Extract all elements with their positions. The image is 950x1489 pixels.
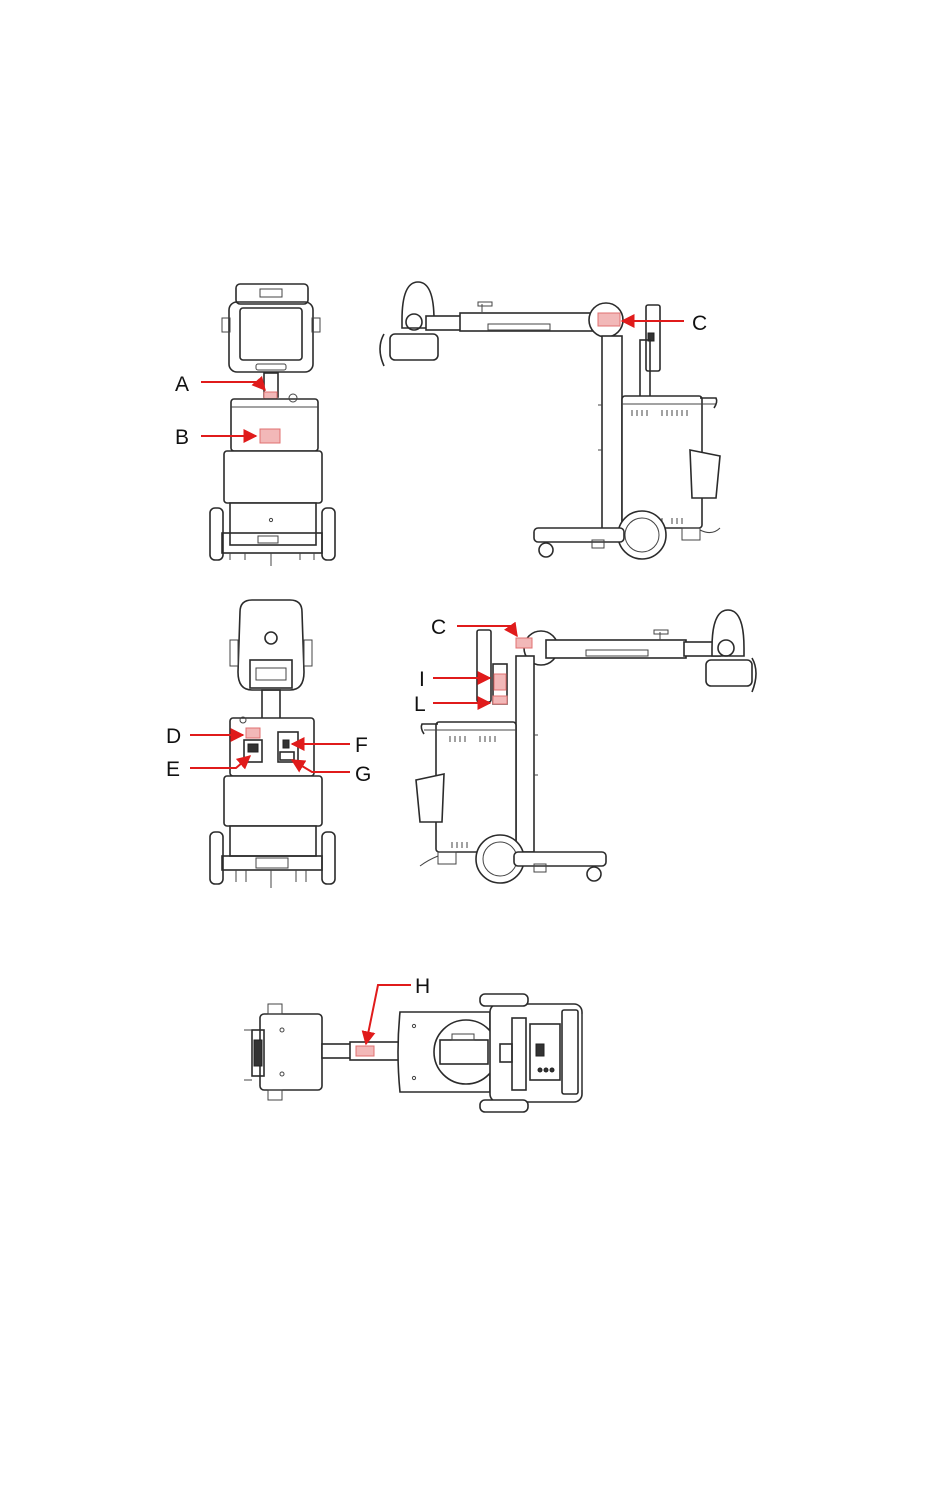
callout-c-top: C <box>692 312 707 335</box>
callout-b: B <box>175 426 189 449</box>
top-view <box>244 994 582 1112</box>
callout-h: H <box>415 975 430 998</box>
side-view-left <box>416 610 756 883</box>
label-l-area <box>493 696 507 704</box>
label-c-side-right-area <box>598 313 620 326</box>
label-c-side-left-area <box>516 638 532 648</box>
callout-a: A <box>175 373 189 396</box>
label-d-area <box>246 728 260 738</box>
callout-l: L <box>414 693 426 716</box>
label-i-area <box>494 674 506 690</box>
callout-e: E <box>166 758 180 781</box>
front-view <box>210 284 335 566</box>
arrow-a <box>201 382 265 390</box>
callout-c-mid: C <box>431 616 446 639</box>
callout-g: G <box>355 763 371 786</box>
label-b-area <box>260 429 280 443</box>
callout-f: F <box>355 734 368 757</box>
side-view-right <box>380 282 720 559</box>
label-h-area <box>356 1046 374 1056</box>
callout-d: D <box>166 725 181 748</box>
callout-i: I <box>419 668 425 691</box>
label-a-area <box>264 392 277 399</box>
